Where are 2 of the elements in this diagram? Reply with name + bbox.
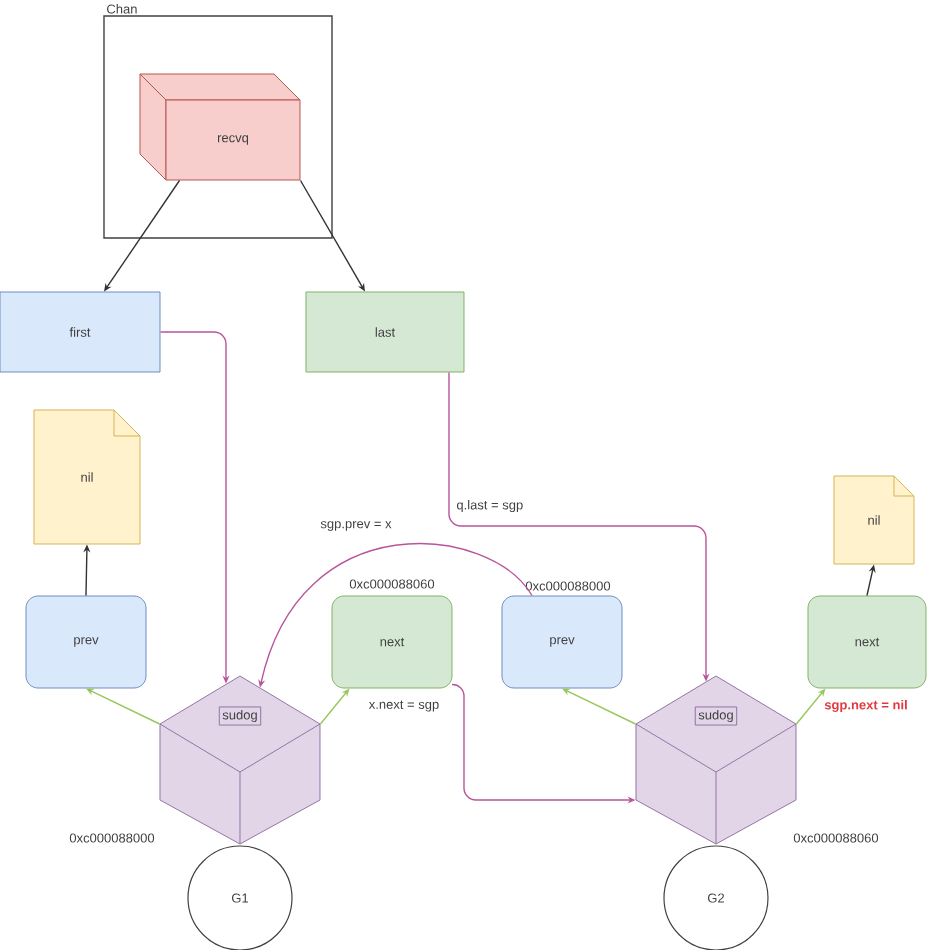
arrow	[562, 688, 637, 725]
arrow	[86, 688, 161, 725]
